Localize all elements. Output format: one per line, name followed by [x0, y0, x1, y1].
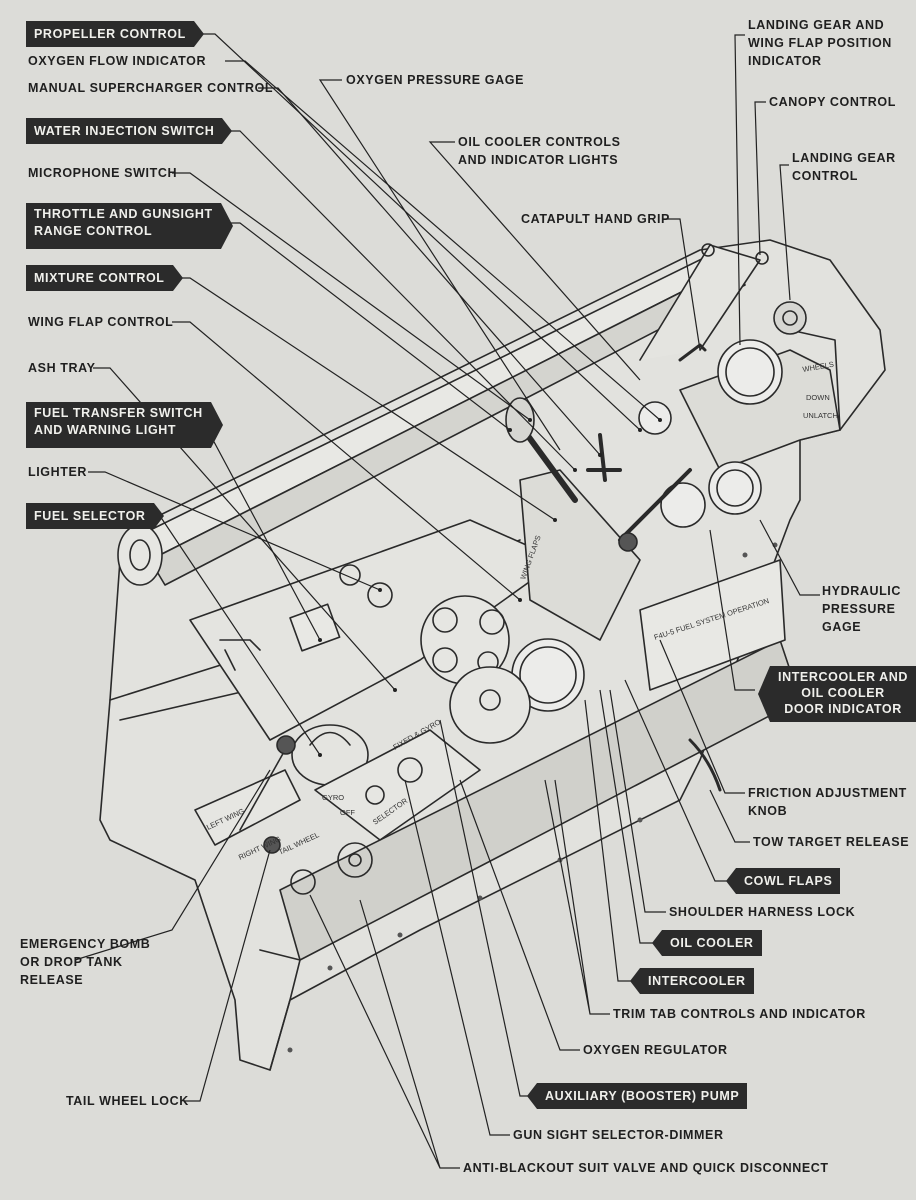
leader-oil-cooler-controls — [428, 141, 641, 381]
label-landing-gear-wing-flap-indicator: LANDING GEAR AND WING FLAP POSITION INDI… — [748, 18, 892, 68]
leader-ash-tray — [93, 367, 396, 691]
label-oil-cooler: OIL COOLER — [652, 930, 762, 956]
label-lighter: LIGHTER — [28, 465, 88, 479]
leader-shoulder — [609, 689, 666, 913]
label-mixture-control: MIXTURE CONTROL — [26, 265, 183, 291]
leader-supercharger — [258, 87, 601, 456]
leader-oxygen-flow — [225, 60, 661, 421]
label-ash-tray: ASH TRAY — [28, 361, 96, 375]
leader-hydraulic — [759, 519, 820, 596]
label-friction-adjustment-knob: FRICTION ADJUSTMENT KNOB — [748, 786, 907, 818]
label-microphone-switch: MICROPHONE SWITCH — [28, 166, 178, 180]
leader-landing-gear — [779, 164, 791, 301]
down-text: DOWN — [806, 393, 830, 402]
label-throttle-gunsight: THROTTLE AND GUNSIGHT RANGE CONTROL — [26, 203, 233, 249]
label-auxiliary-booster-pump: AUXILIARY (BOOSTER) PUMP — [527, 1083, 748, 1109]
label-wing-flap-control: WING FLAP CONTROL — [28, 315, 174, 329]
leader-tow-target — [709, 789, 750, 843]
label-oxygen-regulator: OXYGEN REGULATOR — [583, 1043, 728, 1057]
label-emergency-bomb: EMERGENCY BOMB OR DROP TANK RELEASE — [20, 937, 151, 987]
leader-oxygen-regulator — [459, 779, 580, 1051]
label-fuel-transfer-switch: FUEL TRANSFER SWITCH AND WARNING LIGHT — [26, 402, 223, 448]
leader-lighter — [88, 471, 381, 591]
label-catapult-hand-grip: CATAPULT HAND GRIP — [521, 212, 670, 226]
label-tail-wheel-lock: TAIL WHEEL LOCK — [66, 1094, 189, 1108]
label-canopy-control: CANOPY CONTROL — [769, 95, 896, 109]
leader-microphone — [172, 172, 531, 421]
leader-canopy — [754, 101, 766, 256]
label-shoulder-harness-lock: SHOULDER HARNESS LOCK — [669, 905, 856, 919]
label-hydraulic-pressure-gage: HYDRAULIC PRESSURE GAGE — [822, 584, 902, 634]
label-oxygen-flow-indicator: OXYGEN FLOW INDICATOR — [28, 54, 207, 68]
leader-landing-gear-indicator — [734, 34, 745, 346]
label-fuel-selector: FUEL SELECTOR — [26, 503, 164, 529]
label-oil-cooler-controls: OIL COOLER CONTROLS AND INDICATOR LIGHTS — [458, 135, 621, 167]
leader-catapult — [662, 218, 701, 351]
leader-tail-wheel — [184, 849, 271, 1102]
label-trim-tab-controls: TRIM TAB CONTROLS AND INDICATOR — [613, 1007, 866, 1021]
leader-emergency-bomb — [74, 769, 271, 961]
unlatch-text: UNLATCH — [803, 411, 838, 420]
label-tow-target-release: TOW TARGET RELEASE — [753, 835, 910, 849]
fuel-placard — [639, 559, 786, 691]
off-text: OFF — [340, 808, 355, 817]
label-oxygen-pressure-gage: OXYGEN PRESSURE GAGE — [346, 73, 525, 87]
gyro-text: GYRO — [322, 793, 344, 802]
label-cowl-flaps: COWL FLAPS — [726, 868, 841, 894]
leader-wing-flap — [172, 321, 521, 601]
label-propeller-control: PROPELLER CONTROL — [26, 21, 204, 47]
label-gun-sight-selector-dimmer: GUN SIGHT SELECTOR-DIMMER — [513, 1128, 724, 1142]
leader-trim-tab — [544, 779, 610, 1015]
label-intercooler: INTERCOOLER — [630, 968, 754, 994]
leader-anti-blackout — [309, 894, 460, 1169]
leader-gun-sight — [404, 779, 510, 1136]
label-anti-blackout-suit-valve: ANTI-BLACKOUT SUIT VALVE AND QUICK DISCO… — [463, 1161, 829, 1175]
leader-oxygen-pressure — [318, 79, 561, 451]
label-manual-supercharger-control: MANUAL SUPERCHARGER CONTROL — [28, 81, 274, 95]
label-intercooler-oil-cooler-door: INTERCOOLER AND OIL COOLER DOOR INDICATO… — [758, 666, 916, 722]
label-landing-gear-control: LANDING GEAR CONTROL — [792, 151, 896, 183]
leader-intercooler-door — [709, 529, 755, 691]
label-water-injection-switch: WATER INJECTION SWITCH — [26, 118, 233, 144]
leader-friction — [659, 639, 745, 794]
